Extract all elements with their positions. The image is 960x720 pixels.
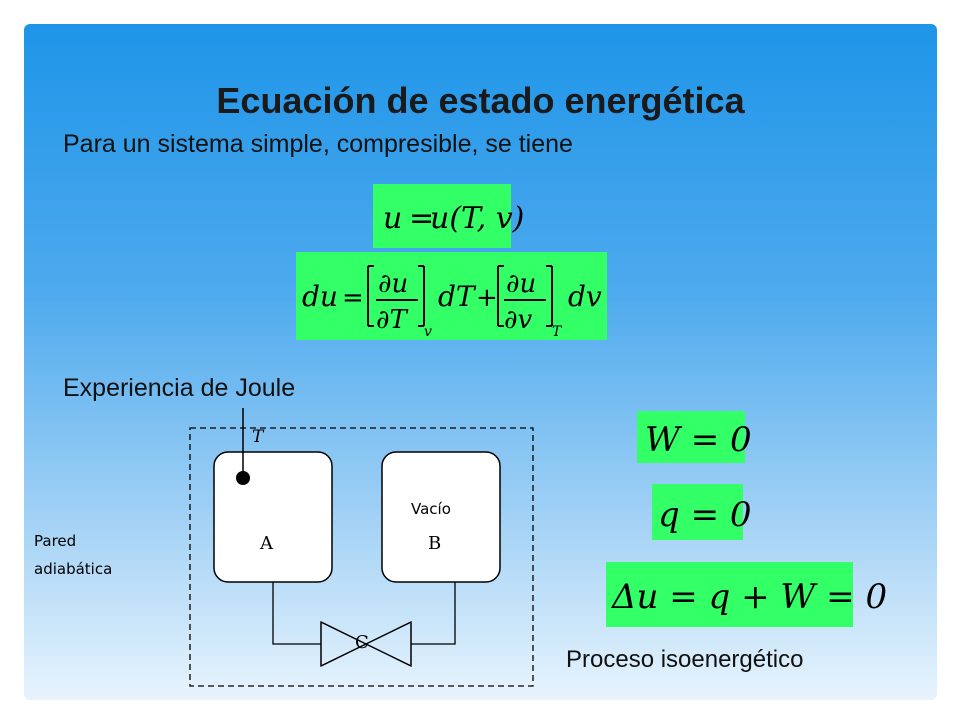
thermometer-label: T: [252, 427, 265, 447]
valve-label: C: [355, 632, 369, 653]
vessel-b: [381, 451, 501, 583]
svg-text:q = 0: q = 0: [658, 495, 752, 535]
equation-w-zero: W = 0: [637, 411, 752, 463]
eq2-dv: dv: [568, 280, 602, 313]
wall-label-line2: adiabática: [34, 560, 112, 578]
equation-q-zero: q = 0: [652, 484, 752, 540]
svg-text:W = 0: W = 0: [645, 420, 752, 460]
equation-u-of-T-v: u = u(T, v): [373, 184, 524, 248]
eq2-d2-num: ∂u: [506, 269, 536, 299]
slide: Ecuación de estado energética Para un si…: [24, 24, 937, 700]
slide-title: Ecuación de estado energética: [216, 80, 745, 121]
process-label: Proceso isoenergético: [566, 646, 804, 673]
svg-text:=: =: [409, 201, 434, 236]
eq1-lhs: u: [383, 201, 402, 236]
eq2-d1-num: ∂u: [378, 269, 408, 299]
eq2-d1-sub: v: [424, 324, 432, 340]
vessel-a-label: A: [259, 533, 274, 554]
equation-du-differential: du = ∂u ∂T v dT + ∂u ∂v T dv: [296, 252, 607, 340]
pipe-right: [411, 582, 456, 645]
eq2-lhs: du: [302, 280, 338, 313]
joule-heading: Experiencia de Joule: [63, 374, 296, 402]
vacuum-label: Vacío: [411, 500, 451, 518]
svg-text:=: =: [342, 283, 364, 313]
eq2-d1-den: ∂T: [376, 305, 408, 335]
pipe-left: [272, 582, 321, 645]
eq1-rhs: u(T, v): [430, 201, 524, 236]
svg-text:Δu = q + W = 0: Δu = q + W = 0: [610, 577, 887, 617]
svg-text:+: +: [476, 283, 498, 313]
eq2-dT: dT: [438, 280, 477, 313]
joule-experiment-diagram: T Vacío A B C Pared adiabática: [34, 408, 534, 687]
vessel-a: [213, 451, 333, 583]
thermometer-bulb: [236, 471, 250, 485]
eq2-d2-den: ∂v: [504, 305, 532, 335]
eq2-d2-sub: T: [552, 324, 563, 340]
wall-label-line1: Pared: [34, 532, 76, 550]
vessel-b-label: B: [428, 533, 441, 554]
intro-text: Para un sistema simple, compresible, se …: [63, 130, 573, 158]
equation-du-zero: Δu = q + W = 0: [606, 562, 887, 627]
adiabatic-wall: [189, 427, 534, 687]
